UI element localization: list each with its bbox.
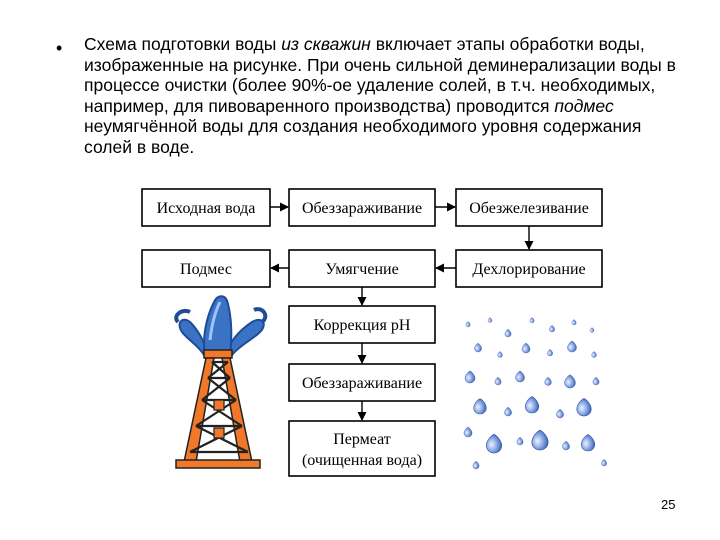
water-well-illustration [174, 295, 268, 469]
paragraph-text-1: Схема подготовки воды [84, 34, 282, 54]
box-ph-correction: Коррекция pH [288, 305, 436, 344]
paragraph-text-2: включает этапы обработки воды, изображен… [84, 34, 676, 116]
box-permeate: Пермеат (очищенная вода) [288, 420, 436, 477]
paragraph-text-3: неумягчённой воды для создания необходим… [84, 116, 642, 157]
box-blending: Подмес [141, 249, 271, 288]
bullet-paragraph: Схема подготовки воды из скважин включае… [84, 34, 694, 157]
paragraph-emphasis-wells: из скважин [281, 34, 371, 54]
box-permeate-label-1: Пермеат [333, 431, 391, 448]
box-softening-label: Умягчение [325, 261, 398, 278]
box-dechlorination: Дехлорирование [455, 249, 603, 288]
box-permeate-label-2: (очищенная вода) [302, 452, 422, 469]
box-softening: Умягчение [288, 249, 436, 288]
box-deironing-label: Обезжелезивание [469, 200, 589, 217]
bullet-marker: • [56, 38, 63, 58]
box-disinfection-1: Обеззараживание [288, 188, 436, 227]
box-source-water: Исходная вода [141, 188, 271, 227]
box-disinfection-1-label: Обеззараживание [302, 200, 422, 217]
box-ph-correction-label: Коррекция pH [314, 317, 411, 334]
box-disinfection-2: Обеззараживание [288, 363, 436, 402]
box-source-water-label: Исходная вода [157, 200, 256, 217]
paragraph-emphasis-blend: подмес [554, 95, 614, 116]
page-number: 25 [661, 497, 676, 512]
box-disinfection-2-label: Обеззараживание [302, 375, 422, 392]
box-blending-label: Подмес [180, 261, 232, 278]
water-droplets-illustration [463, 317, 607, 470]
box-dechlorination-label: Дехлорирование [472, 261, 585, 278]
box-deironing: Обезжелезивание [455, 188, 603, 227]
